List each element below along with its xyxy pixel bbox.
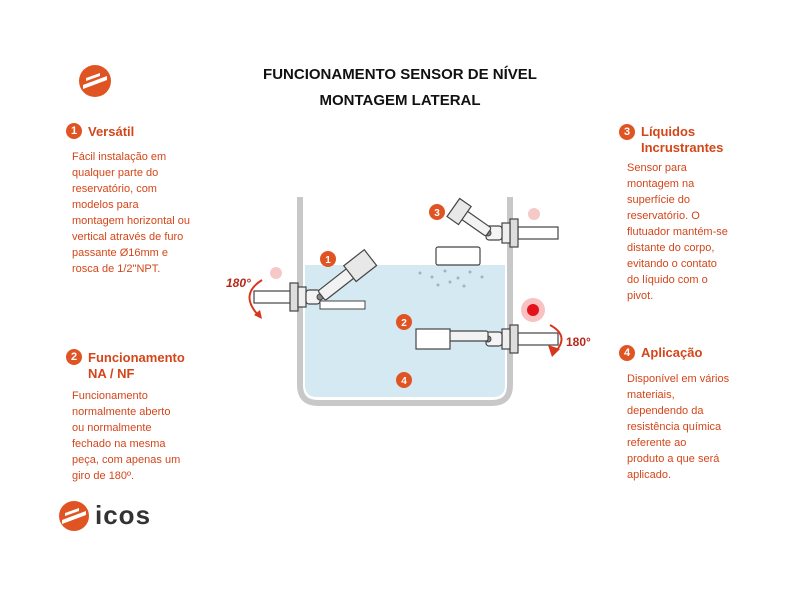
marker-4: 4 xyxy=(401,376,407,387)
tank-wall xyxy=(297,197,513,406)
section-2-title: Funcionamento xyxy=(88,350,185,365)
sensor-3 xyxy=(435,197,559,266)
rotation-label-right: 180° xyxy=(566,335,591,349)
section-3-title-line2: Incrustrantes xyxy=(641,140,724,155)
marker-1-circle xyxy=(320,251,336,267)
section-2-badge: 2 xyxy=(66,349,82,365)
marker-4-circle xyxy=(396,372,412,388)
marker-2-circle xyxy=(396,314,412,330)
section-1-badge: 1 xyxy=(66,123,82,139)
marker-3-circle xyxy=(429,204,445,220)
section-4-badge: 4 xyxy=(619,345,635,361)
sensor-2 xyxy=(415,324,559,354)
marker-1: 1 xyxy=(325,255,331,266)
section-3-badge: 3 xyxy=(619,124,635,140)
brand-logo-icon-bottom xyxy=(59,501,89,531)
rotation-label-left: 180° xyxy=(226,276,251,290)
particles xyxy=(418,269,484,288)
section-1-title: Versátil xyxy=(88,124,135,139)
sensor-1 xyxy=(253,248,378,312)
brand-name: icos xyxy=(95,500,152,530)
page-subtitle: MONTAGEM LATERAL xyxy=(319,92,481,109)
section-3-title: Líquidos xyxy=(641,124,696,139)
indicator-light-on xyxy=(527,304,539,316)
marker-2: 2 xyxy=(401,318,407,329)
brand-logo-icon xyxy=(79,65,111,97)
marker-3: 3 xyxy=(434,208,440,219)
tank-diagram: 1 2 3 4 180° 180° xyxy=(226,197,591,406)
section-4-title: Aplicação xyxy=(641,345,703,360)
page-title: FUNCIONAMENTO SENSOR DE NÍVEL xyxy=(263,66,537,83)
section-2-title-line2: NA / NF xyxy=(88,366,135,381)
indicator-light-off-2 xyxy=(528,208,540,220)
liquid xyxy=(305,265,505,397)
indicator-light-off xyxy=(270,267,282,279)
